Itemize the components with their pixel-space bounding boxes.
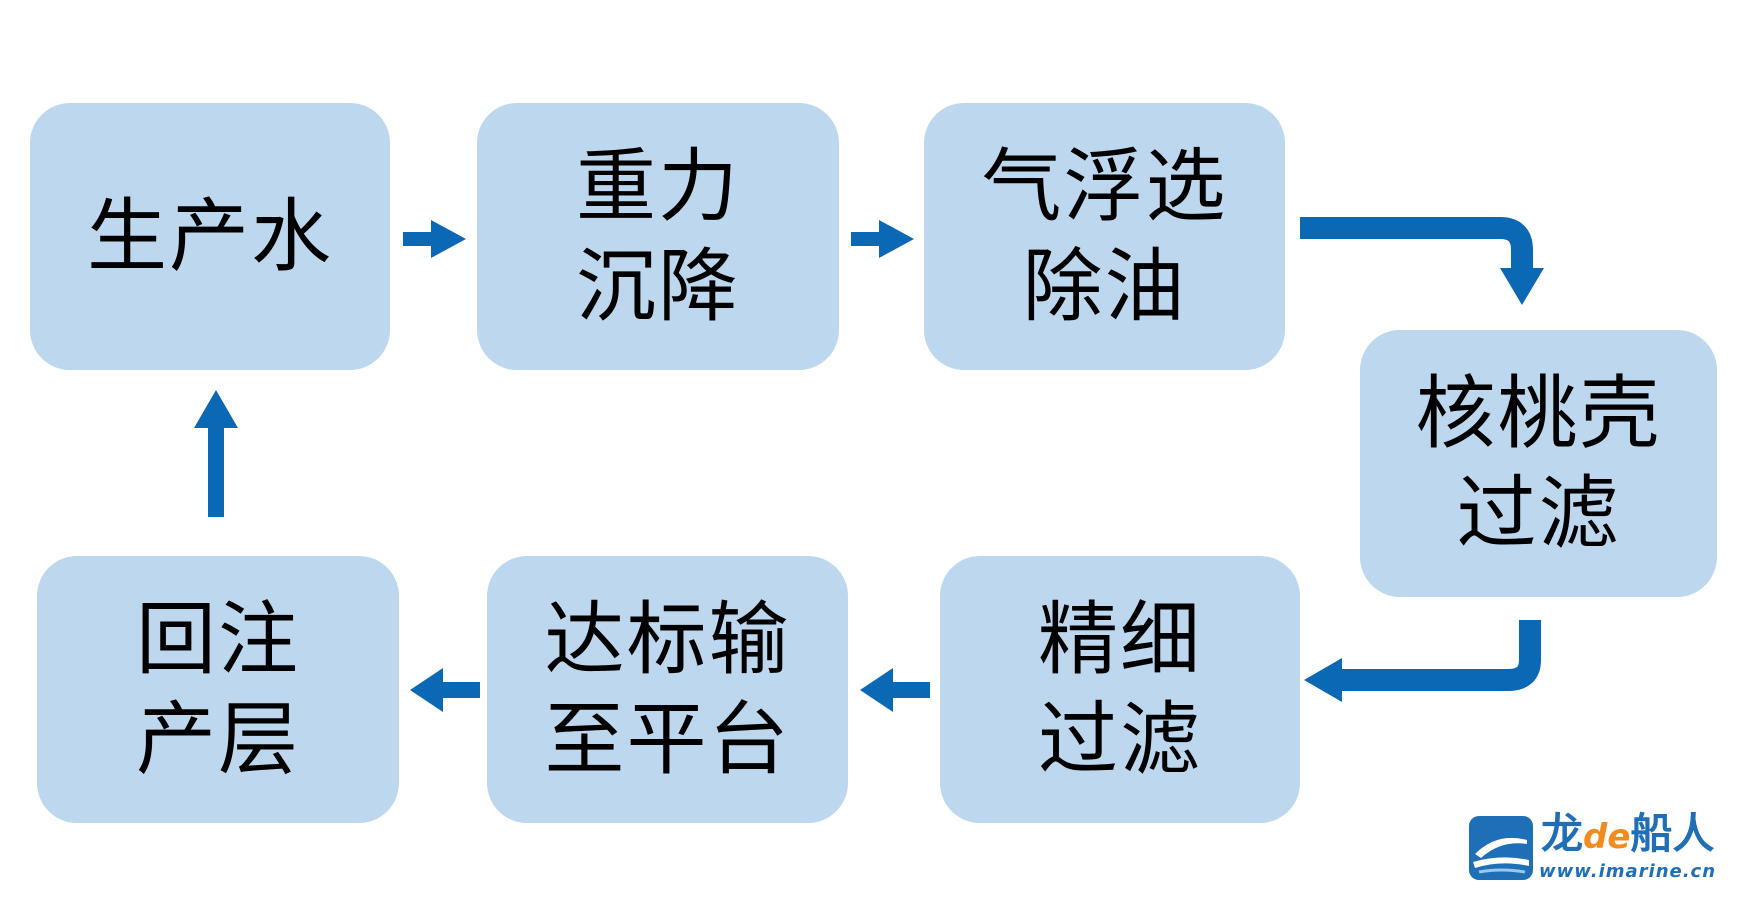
- step-label-line: 至平台: [544, 692, 791, 786]
- step-label-line: 重力: [576, 139, 740, 233]
- step-label-line: 精细: [1038, 592, 1202, 686]
- arrow-2-to-3: [851, 220, 914, 258]
- arrow-3-to-4: [1300, 217, 1544, 305]
- step-transport-to-platform: 达标输 至平台: [487, 556, 848, 823]
- step-label-line: 生产水: [87, 189, 333, 283]
- step-fine-filtration: 精细 过滤: [940, 556, 1300, 823]
- logo-url: www.imarine.cn: [1539, 861, 1717, 882]
- arrow-7-to-1: [194, 390, 238, 517]
- step-label-line: 回注: [136, 592, 300, 686]
- watermark-logo: 龙de船人 www.imarine.cn: [1467, 808, 1727, 888]
- step-walnut-shell-filtration: 核桃壳 过滤: [1360, 330, 1717, 597]
- logo-name-part1: 龙: [1541, 809, 1584, 858]
- step-label-line: 沉降: [576, 239, 740, 333]
- step-label-line: 除油: [1022, 239, 1187, 333]
- step-label-line: 达标输: [544, 592, 791, 686]
- logo-name-part3: 船人: [1630, 809, 1715, 858]
- step-flotation-oil-removal: 气浮选 除油: [924, 103, 1285, 370]
- step-reinjection: 回注 产层: [37, 556, 399, 823]
- arrow-5-to-6: [860, 668, 930, 712]
- step-label-line: 核桃壳: [1415, 366, 1662, 460]
- step-label-line: 产层: [136, 692, 300, 786]
- logo-name: 龙de船人: [1541, 808, 1714, 863]
- step-gravity-settling: 重力 沉降: [477, 103, 839, 370]
- step-label-line: 气浮选: [981, 139, 1228, 233]
- arrow-1-to-2: [403, 220, 466, 258]
- ship-logo-icon: [1469, 816, 1533, 880]
- step-label-line: 过滤: [1038, 692, 1202, 786]
- arrow-6-to-7: [410, 668, 480, 712]
- logo-name-part2: de: [1583, 817, 1631, 857]
- step-label-line: 过滤: [1456, 466, 1621, 560]
- step-produced-water: 生产水: [30, 103, 390, 370]
- arrow-4-to-5: [1304, 620, 1541, 702]
